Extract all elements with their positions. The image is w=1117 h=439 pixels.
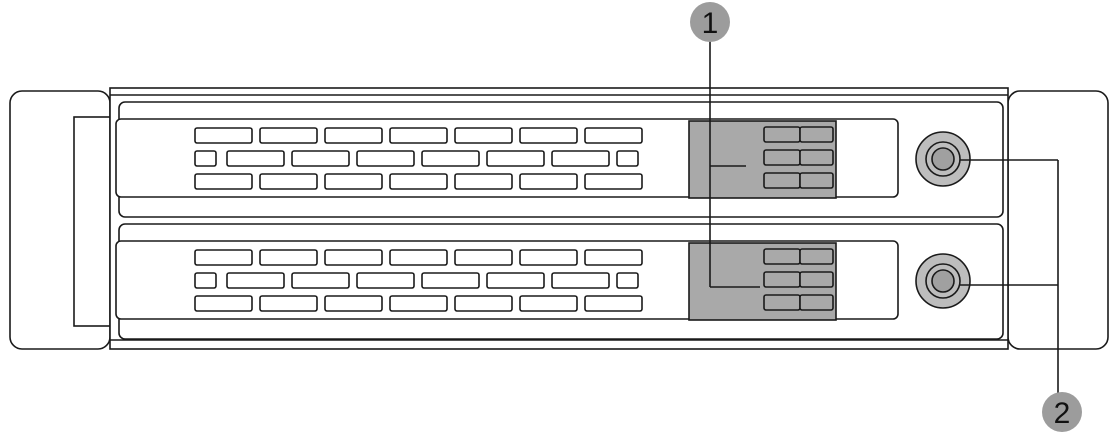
latch-grip — [799, 126, 834, 143]
vent-slot — [194, 173, 253, 190]
lock-button-center — [931, 269, 955, 293]
drive-bay — [115, 101, 1004, 218]
drive-bay — [115, 223, 1004, 340]
vent-slot — [356, 272, 415, 289]
callout-1-leaders — [709, 40, 760, 288]
vent-slot — [194, 295, 253, 312]
vent-slot — [226, 272, 285, 289]
latch-grip — [799, 149, 834, 166]
vent-slot — [194, 272, 217, 289]
vent-slot — [454, 249, 513, 266]
latch-grip — [799, 248, 834, 265]
vent-slot — [356, 150, 415, 167]
latch-grip — [763, 126, 801, 143]
vent-slot — [551, 150, 610, 167]
vent-slot — [454, 295, 513, 312]
vent-slot — [324, 249, 383, 266]
vent-slot — [389, 127, 448, 144]
callout-2: 2 — [1042, 392, 1082, 432]
vent-slot — [551, 272, 610, 289]
vent-slot — [194, 150, 217, 167]
vent-slot — [324, 127, 383, 144]
callout-2-leaders — [960, 159, 1059, 393]
vent-slot — [584, 249, 643, 266]
vent-slot — [519, 295, 578, 312]
latch-grip — [763, 271, 801, 288]
vent-slot — [389, 295, 448, 312]
vent-slot — [454, 173, 513, 190]
drive-bays — [115, 101, 1004, 340]
callout-2-circle — [1042, 392, 1082, 432]
vent-slot — [324, 295, 383, 312]
callout-1: 1 — [690, 2, 730, 42]
latch-grip — [799, 294, 834, 311]
vent-slot — [194, 249, 253, 266]
vent-slot — [291, 150, 350, 167]
vent-slot — [291, 272, 350, 289]
vent-slot — [259, 295, 318, 312]
latch-grip — [763, 248, 801, 265]
latch-grip — [799, 271, 834, 288]
vent-slot — [389, 173, 448, 190]
latch-grip — [799, 172, 834, 189]
vent-slot — [486, 272, 545, 289]
vent-slot — [324, 173, 383, 190]
vent-slot — [421, 272, 480, 289]
callout-1-circle — [690, 2, 730, 42]
vent-slot — [259, 249, 318, 266]
left-mounting-ear — [9, 90, 111, 350]
vent-slot — [486, 150, 545, 167]
callout-1-label: 1 — [702, 7, 719, 40]
callout-2-label: 2 — [1054, 397, 1071, 430]
latch-grip — [763, 172, 801, 189]
vent-slot — [584, 173, 643, 190]
vent-slot — [519, 249, 578, 266]
vent-slot — [584, 295, 643, 312]
vent-slot — [616, 272, 639, 289]
vent-slot — [584, 127, 643, 144]
latch-grip — [763, 294, 801, 311]
vent-slot — [389, 249, 448, 266]
vent-slot — [421, 150, 480, 167]
lock-button-center — [931, 147, 955, 171]
vent-slot — [519, 173, 578, 190]
vent-slot — [226, 150, 285, 167]
vent-slot — [616, 150, 639, 167]
latch-grip — [763, 149, 801, 166]
vent-slot — [259, 173, 318, 190]
vent-slot — [194, 127, 253, 144]
vent-slot — [519, 127, 578, 144]
vent-slot — [259, 127, 318, 144]
vent-slot — [454, 127, 513, 144]
